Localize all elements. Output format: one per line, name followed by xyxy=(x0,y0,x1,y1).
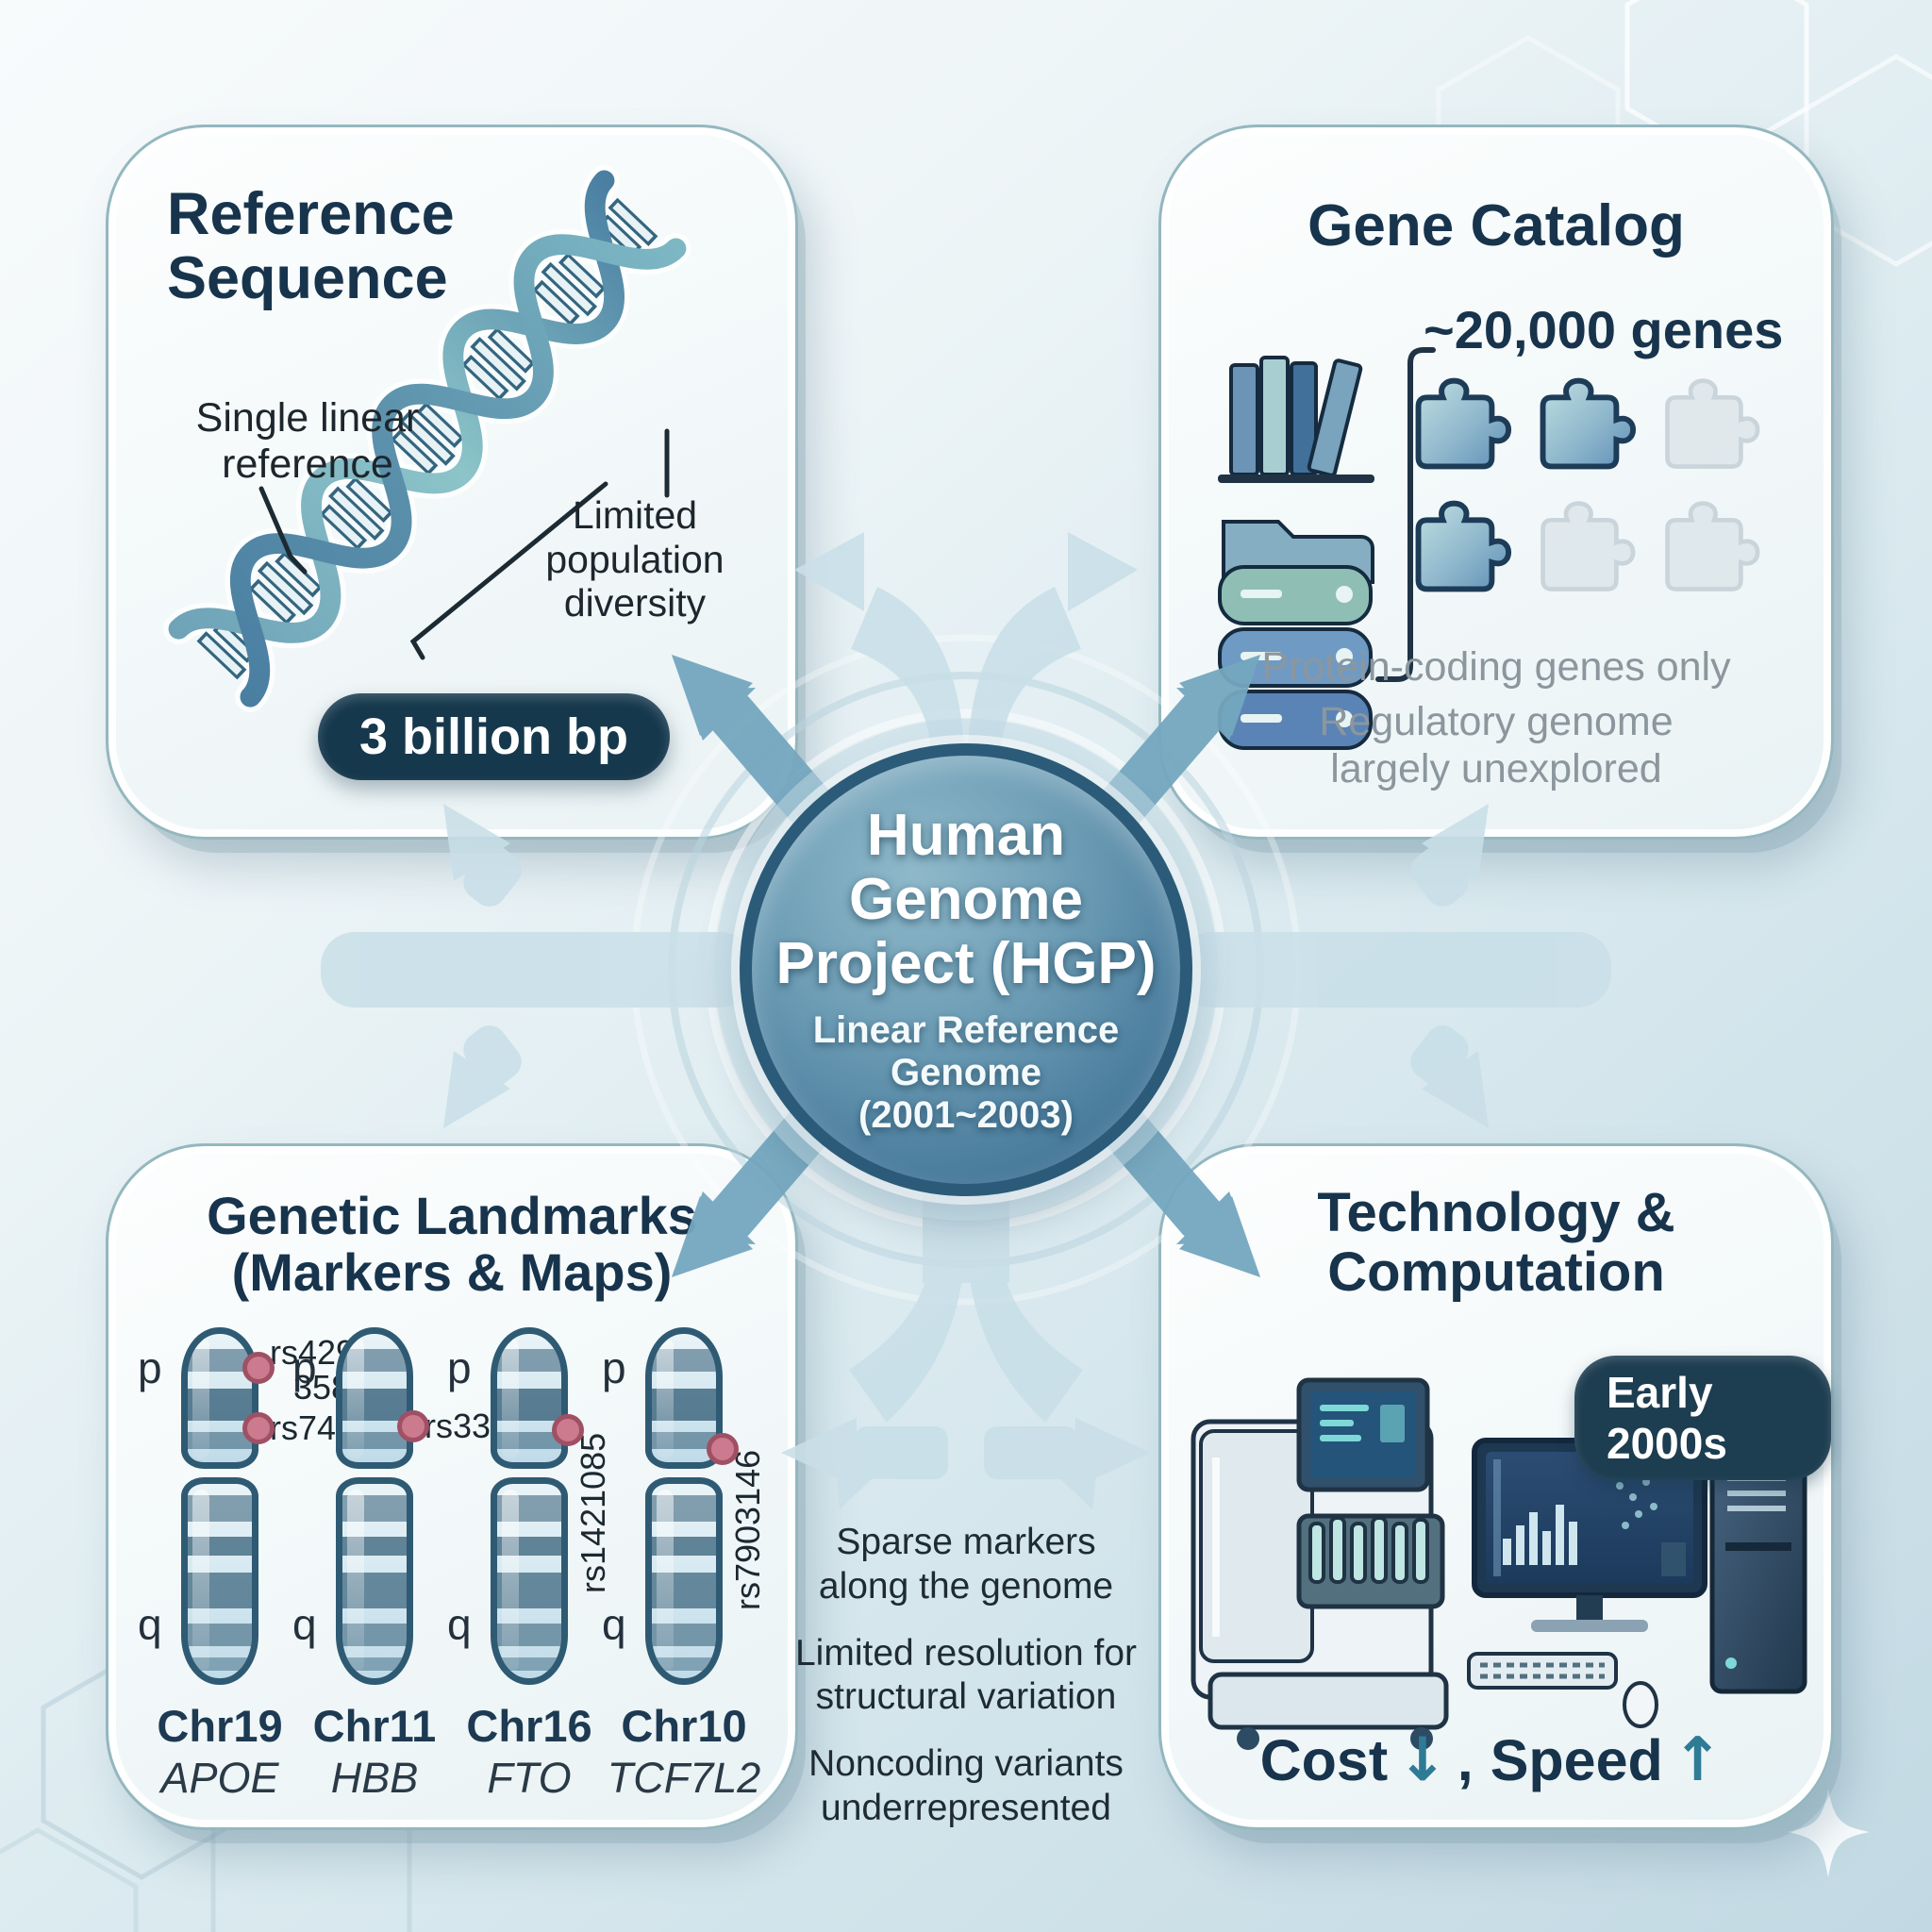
p-arm-label: p xyxy=(447,1343,472,1392)
chromosome-chr11: p q rs334 Chr11 HBB xyxy=(292,1327,509,1802)
q-arm-label: q xyxy=(138,1600,162,1649)
panel-title: Reference Sequence xyxy=(167,181,455,312)
diversity-diagonal-line xyxy=(409,481,608,660)
chromosome-chr16: p q rs1421085 Chr16 FTO xyxy=(447,1327,612,1802)
chromosome-name: Chr11 xyxy=(312,1701,437,1751)
caveat-sparse-markers: Sparse markers along the genome xyxy=(818,1522,1114,1607)
gene-catalog-panel: Gene Catalog ~20,000 genes Protein-codin… xyxy=(1158,125,1834,840)
genes-count-label: ~20,000 genes xyxy=(1424,300,1784,359)
puzzle-grid-icon xyxy=(1419,381,1758,590)
marker-dot xyxy=(242,1352,275,1384)
panel-title: Gene Catalog xyxy=(1307,193,1685,258)
mouse-icon xyxy=(1623,1681,1658,1728)
genetic-landmarks-panel: Genetic Landmarks (Markers & Maps) p q r… xyxy=(106,1143,798,1830)
chromosome-row: p q rs4293 358 rs7412 Chr19 APOE p q rs3… xyxy=(138,1327,767,1802)
era-badge: Early 2000s xyxy=(1574,1356,1831,1480)
panel-title: Genetic Landmarks (Markers & Maps) xyxy=(207,1186,697,1303)
marker-label: rs1421085 xyxy=(574,1432,612,1593)
bp-count-badge: 3 billion bp xyxy=(318,693,670,780)
q-arm-label: q xyxy=(447,1600,472,1649)
chromosome-icon: p q rs334 xyxy=(292,1327,509,1685)
sparkle-icon xyxy=(1787,1789,1870,1877)
chromosome-name: Chr19 xyxy=(157,1701,283,1751)
separator: , xyxy=(1457,1728,1474,1792)
technology-illustration xyxy=(1191,1377,1807,1750)
p-arm-label: p xyxy=(602,1343,626,1392)
caveat-limited-resolution: Limited resolution for structural variat… xyxy=(794,1632,1137,1718)
dna-helix-illustration xyxy=(163,165,691,713)
chromosome-name: Chr10 xyxy=(621,1701,747,1751)
cost-label: Cost xyxy=(1259,1728,1389,1792)
central-hub-circle: Human Genome Project (HGP) Linear Refere… xyxy=(740,743,1192,1196)
single-linear-pointer-line xyxy=(258,486,308,575)
reference-sequence-panel: Reference Sequence Single linear referen… xyxy=(106,125,798,840)
chromosome-chr19: p q rs4293 358 rs7412 Chr19 APOE xyxy=(138,1327,374,1802)
p-arm-label: p xyxy=(138,1343,162,1392)
protein-coding-note: Protein-coding genes only xyxy=(1261,644,1731,690)
cost-speed-label: Cost↓,Speed↑ xyxy=(1161,1725,1831,1795)
hub-title: Human Genome Project (HGP) xyxy=(775,802,1157,996)
puzzle-piece-faded-icon xyxy=(1543,504,1634,590)
technology-panel: Technology & Computation Early 2000s Cos… xyxy=(1158,1143,1834,1830)
puzzle-piece-faded-icon xyxy=(1668,504,1758,590)
puzzle-piece-icon xyxy=(1419,381,1509,467)
chromosome-chr10: p q rs7903146 Chr10 TCF7L2 xyxy=(602,1327,767,1802)
puzzle-piece-icon xyxy=(1419,504,1509,590)
hub-subtitle: Linear Reference Genome (2001~2003) xyxy=(812,1009,1120,1136)
puzzle-piece-icon xyxy=(1543,381,1634,467)
chromosome-icon: p q rs4293 358 rs7412 xyxy=(138,1327,374,1685)
speed-label: Speed xyxy=(1490,1728,1663,1792)
caveat-noncoding-variants: Noncoding variants underrepresented xyxy=(808,1743,1124,1828)
keyboard-icon xyxy=(1467,1652,1618,1690)
p-arm-label: p xyxy=(292,1343,317,1392)
single-linear-label: Single linear reference xyxy=(195,395,420,488)
dna-rungs xyxy=(201,202,654,675)
gene-name: FTO xyxy=(487,1754,572,1802)
marker-dot xyxy=(397,1410,429,1442)
puzzle-piece-faded-icon xyxy=(1668,381,1758,467)
sequencer-icon xyxy=(1191,1377,1449,1750)
q-arm-label: q xyxy=(602,1600,626,1649)
screen-bar-chart xyxy=(1503,1505,1577,1565)
chromosome-icon: p q rs1421085 xyxy=(447,1327,612,1685)
server-tower-icon xyxy=(1709,1453,1807,1694)
marker-dot xyxy=(707,1433,739,1465)
bookshelf-icon xyxy=(1218,356,1374,483)
regulatory-note: Regulatory genome largely unexplored xyxy=(1319,699,1674,791)
screen-scatter-dots xyxy=(1616,1478,1657,1529)
cost-down-arrow-icon: ↓ xyxy=(1397,1725,1448,1795)
panel-title: Technology & Computation xyxy=(1317,1182,1675,1303)
marker-dot xyxy=(242,1412,275,1444)
gene-name: HBB xyxy=(330,1754,419,1802)
speed-up-arrow-icon: ↑ xyxy=(1672,1725,1724,1795)
caveats-text-block: Sparse markers along the genome Limited … xyxy=(702,1521,1230,1854)
limited-diversity-label: Limited population diversity xyxy=(545,493,724,625)
dna-helix-icon xyxy=(163,165,691,713)
chromosome-icon: p q rs7903146 xyxy=(602,1327,767,1685)
q-arm-label: q xyxy=(292,1600,317,1649)
genes-bracket-line xyxy=(1375,347,1436,682)
gene-name: APOE xyxy=(160,1754,279,1802)
gene-name: TCF7L2 xyxy=(607,1754,761,1802)
chromosome-name: Chr16 xyxy=(466,1701,592,1751)
test-tubes-icon xyxy=(1308,1516,1429,1584)
marker-dot xyxy=(552,1414,584,1446)
